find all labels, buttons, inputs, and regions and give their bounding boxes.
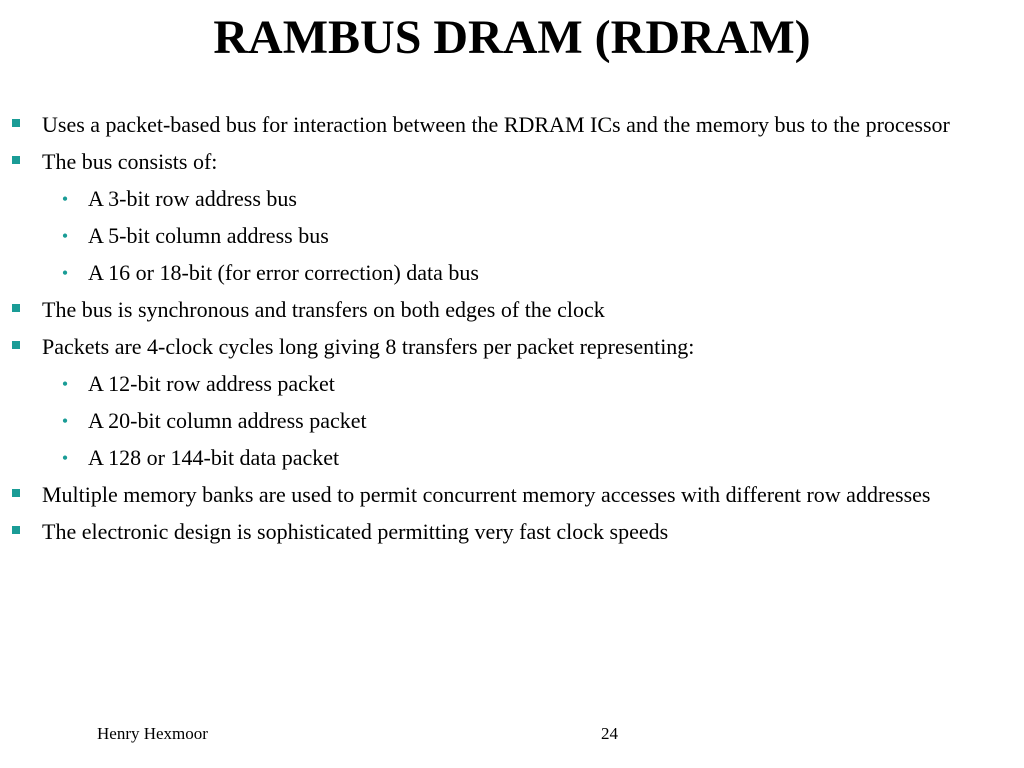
footer-author: Henry Hexmoor <box>97 724 208 743</box>
bullet-item: The bus is synchronous and transfers on … <box>0 295 1000 325</box>
square-bullet-icon <box>12 304 20 312</box>
square-bullet-icon <box>12 526 20 534</box>
sub-bullet-item: • A 5-bit column address bus <box>0 221 1000 251</box>
dot-bullet-icon: • <box>61 374 69 394</box>
bullet-list: Uses a packet-based bus for interaction … <box>0 110 1000 554</box>
sub-bullet-item: • A 16 or 18-bit (for error correction) … <box>0 258 1000 288</box>
sub-bullet-text: A 128 or 144-bit data packet <box>88 445 340 470</box>
dot-bullet-icon: • <box>61 448 69 468</box>
footer-page-number: 24 <box>601 724 618 743</box>
bullet-item: Multiple memory banks are used to permit… <box>0 480 1000 510</box>
dot-bullet-icon: • <box>61 226 69 246</box>
bullet-item: Uses a packet-based bus for interaction … <box>0 110 1000 140</box>
bullet-text: Uses a packet-based bus for interaction … <box>42 112 950 137</box>
bullet-text: Multiple memory banks are used to permit… <box>42 482 931 507</box>
sub-bullet-text: A 12-bit row address packet <box>88 371 335 396</box>
sub-bullet-item: • A 128 or 144-bit data packet <box>0 443 1000 473</box>
square-bullet-icon <box>12 489 20 497</box>
square-bullet-icon <box>12 156 20 164</box>
bullet-text: The bus consists of: <box>42 149 218 174</box>
sub-bullet-text: A 20-bit column address packet <box>88 408 367 433</box>
sub-bullet-text: A 5-bit column address bus <box>88 223 329 248</box>
bullet-item: The electronic design is sophisticated p… <box>0 517 1000 547</box>
bullet-text: Packets are 4-clock cycles long giving 8… <box>42 334 695 359</box>
bullet-text: The electronic design is sophisticated p… <box>42 519 669 544</box>
sub-bullet-item: • A 20-bit column address packet <box>0 406 1000 436</box>
dot-bullet-icon: • <box>61 189 69 209</box>
bullet-item: The bus consists of: <box>0 147 1000 177</box>
sub-bullet-text: A 16 or 18-bit (for error correction) da… <box>88 260 479 285</box>
square-bullet-icon <box>12 119 20 127</box>
dot-bullet-icon: • <box>61 411 69 431</box>
sub-bullet-item: • A 3-bit row address bus <box>0 184 1000 214</box>
square-bullet-icon <box>12 341 20 349</box>
dot-bullet-icon: • <box>61 263 69 283</box>
bullet-item: Packets are 4-clock cycles long giving 8… <box>0 332 1000 362</box>
bullet-text: The bus is synchronous and transfers on … <box>42 297 605 322</box>
sub-bullet-item: • A 12-bit row address packet <box>0 369 1000 399</box>
slide-title: RAMBUS DRAM (RDRAM) <box>213 11 811 64</box>
sub-bullet-text: A 3-bit row address bus <box>88 186 297 211</box>
